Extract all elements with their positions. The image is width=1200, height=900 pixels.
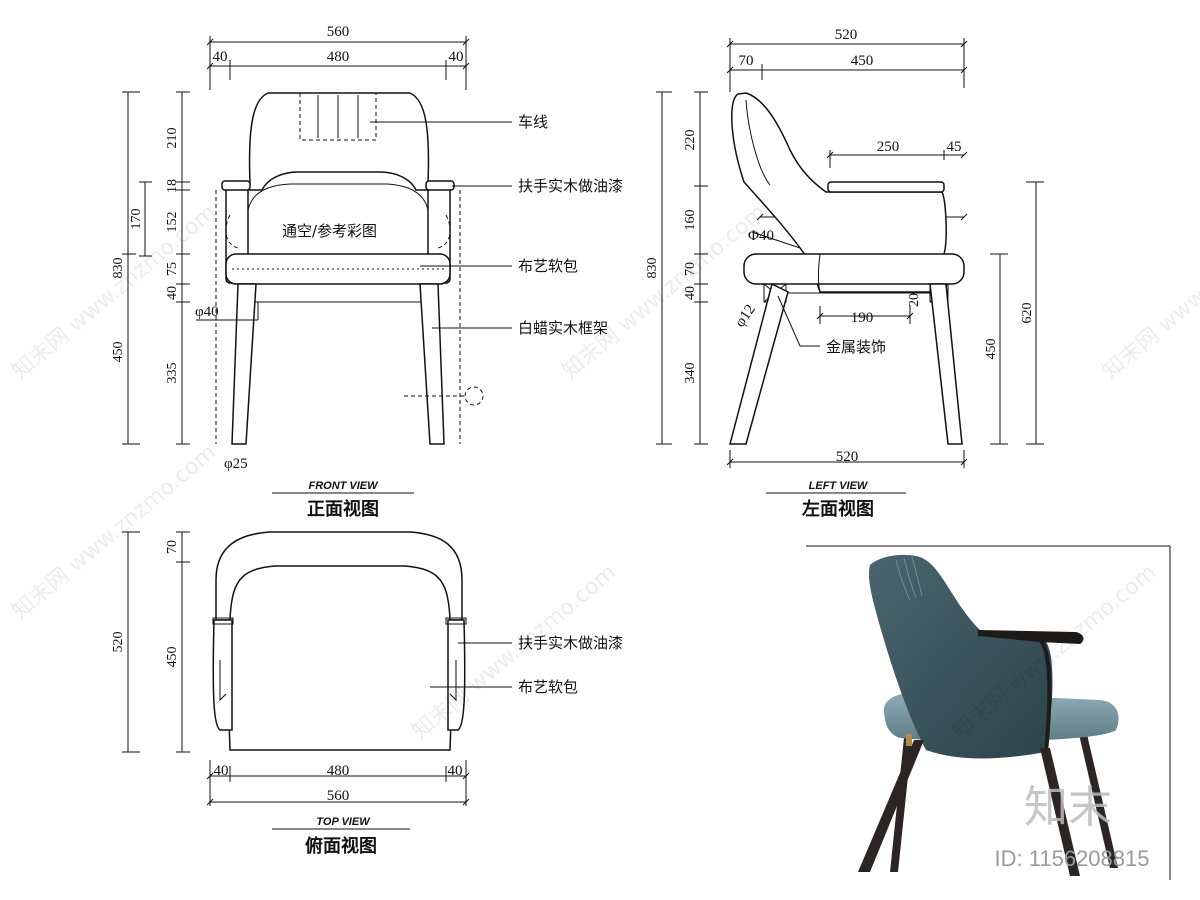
- dim-front-75: 75: [165, 262, 180, 276]
- front-backrest: [237, 92, 441, 191]
- dim-left-70v: 70: [683, 262, 698, 276]
- brand-watermark: 知末: [1024, 782, 1112, 833]
- dim-top-450: 450: [165, 647, 180, 668]
- id-watermark: ID: 1156208815: [995, 846, 1150, 871]
- render-leg-front-left: [858, 740, 924, 872]
- dim-left-bar-190: 190: [851, 310, 874, 326]
- dim-top-bottom-left: 40: [214, 763, 229, 779]
- dim-front-right: 40: [449, 49, 464, 65]
- top-arm-left: [212, 619, 233, 731]
- top-title-en: TOP VIEW: [316, 816, 371, 828]
- dim-left-20: 20: [907, 293, 922, 307]
- dim-front-height-total: 830: [111, 258, 126, 279]
- top-chair: [212, 531, 467, 751]
- dim-left-arm-250: 250: [877, 139, 900, 155]
- label-armrest-top: 扶手实木做油漆: [518, 634, 623, 652]
- dim-left-arm-45: 45: [947, 139, 962, 155]
- top-dims-left: 520 70 450: [111, 531, 190, 753]
- left-seat: [743, 253, 965, 285]
- dim-left-450: 450: [851, 53, 874, 69]
- front-title: FRONT VIEW 正面视图: [272, 480, 414, 520]
- left-title-en: LEFT VIEW: [809, 480, 869, 492]
- render-leg-front-right: [1040, 748, 1080, 876]
- front-labels: 车线 扶手实木做油漆 通空/参考彩图 布艺软包 白蜡实木框架: [282, 113, 623, 337]
- front-leg-right: [419, 283, 445, 445]
- label-hollow: 通空/参考彩图: [282, 222, 377, 240]
- dim-left-depth-total: 520: [835, 27, 858, 43]
- dim-front-170: 170: [129, 209, 144, 230]
- top-view: 520 70 450 扶手实木做油漆 布艺软包: [111, 531, 623, 857]
- left-view: 520 70 450 250 45 490 830 220 160: [645, 27, 1044, 520]
- dim-front-width-total: 560: [327, 24, 350, 40]
- label-armrest-front: 扶手实木做油漆: [518, 177, 623, 195]
- render-leg-back-right: [1078, 730, 1118, 868]
- top-title-cn: 俯面视图: [305, 835, 377, 857]
- render-back-shell: [868, 554, 1053, 759]
- dim-front-arm-diameter: φ40: [195, 304, 219, 320]
- front-title-cn: 正面视图: [307, 498, 379, 520]
- dim-front-seat-height: 450: [111, 342, 126, 363]
- chair-render: [858, 554, 1119, 876]
- left-dims-right: 450 620: [984, 181, 1044, 445]
- render-panel: 知末 ID: 1156208815: [806, 545, 1171, 880]
- dim-top-bottom-middle: 480: [327, 763, 350, 779]
- dim-top-70: 70: [165, 540, 180, 554]
- dim-front-middle: 480: [327, 49, 350, 65]
- dim-left-70: 70: [739, 53, 754, 69]
- dim-left-small-diameter: φ12: [732, 302, 759, 331]
- label-fabric-top: 布艺软包: [518, 678, 578, 696]
- front-chair: φ40 φ25: [195, 92, 484, 472]
- left-title: LEFT VIEW 左面视图: [766, 480, 906, 520]
- dim-front-210: 210: [165, 128, 180, 149]
- front-dims-left: 830 450 170 210 18 152 75 40 335: [111, 91, 190, 445]
- dim-left-340: 340: [683, 363, 698, 384]
- left-leg-front: [729, 282, 789, 445]
- left-leg-back: [929, 283, 963, 445]
- dim-left-arm-diameter: Φ40: [748, 228, 774, 244]
- watermark-2: 知末网 www.znzmo.com: [558, 200, 771, 385]
- front-title-en: FRONT VIEW: [308, 480, 379, 492]
- top-labels: 扶手实木做油漆 布艺软包: [430, 634, 623, 696]
- left-dims-left: 830 220 160 70 40 340: [645, 91, 708, 445]
- front-view: 560 40 480 40 830 450 170 210: [111, 24, 623, 520]
- watermarks: 知末网 www.znzmo.com 知末网 www.znzmo.com 知末网 …: [8, 200, 1200, 745]
- dim-front-left: 40: [213, 49, 228, 65]
- dim-left-height-total: 830: [645, 258, 660, 279]
- dim-top-bottom-total: 560: [327, 788, 350, 804]
- watermark-6: 知末网 www.znzmo.com: [1098, 200, 1200, 385]
- label-metal: 金属装饰: [826, 338, 886, 356]
- dim-top-bottom-right: 40: [448, 763, 463, 779]
- label-stitch: 车线: [518, 113, 548, 131]
- label-frame: 白蜡实木框架: [518, 319, 608, 337]
- dim-left-40v: 40: [683, 286, 698, 300]
- front-dims-top: 560 40 480 40: [206, 24, 470, 90]
- dim-top-depth-total: 520: [111, 632, 126, 653]
- dim-front-335: 335: [165, 363, 180, 384]
- label-fabric-front: 布艺软包: [518, 257, 578, 275]
- dim-left-160: 160: [683, 210, 698, 231]
- left-armrest: [827, 181, 945, 193]
- dim-front-leg-diameter: φ25: [224, 456, 248, 472]
- top-title: TOP VIEW 俯面视图: [272, 816, 410, 857]
- left-title-cn: 左面视图: [802, 498, 874, 520]
- dim-left-seat-height: 450: [984, 339, 999, 360]
- dim-front-40: 40: [165, 286, 180, 300]
- dim-left-bottom: 520: [836, 449, 859, 465]
- left-chair: Φ40 φ12 190 20 金属装饰 520: [726, 92, 968, 468]
- dim-front-18: 18: [165, 179, 180, 193]
- dim-left-220: 220: [683, 130, 698, 151]
- top-dims-bottom: 40 480 40 560: [206, 760, 470, 806]
- dim-front-152: 152: [165, 212, 180, 233]
- dim-left-arm-height: 620: [1020, 303, 1035, 324]
- render-armrest: [978, 630, 1084, 644]
- front-leg-left: [231, 283, 257, 445]
